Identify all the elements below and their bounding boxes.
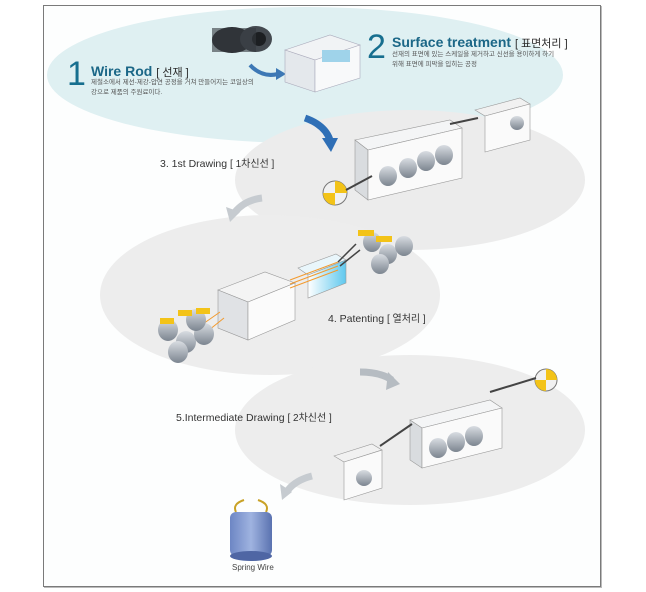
step2-title-kr: [ 표면처리 ] [514, 38, 568, 50]
step3-label: 3. 1st Drawing [ 1차신선 ] [160, 155, 274, 170]
step1-title-kr: [ 선재 ] [156, 67, 189, 79]
step3-title-kr: [ 1차신선 ] [230, 159, 275, 170]
patenting-furnace [158, 230, 413, 363]
step2-title-en: Surface treatment [392, 34, 512, 50]
step2-description: 선재의 표면에 있는 스케일을 제거하고 신선을 용이하게 하기 위해 표면에 … [392, 51, 555, 68]
step2-number: 2 [367, 28, 386, 66]
step5-label: 5.Intermediate Drawing [ 2차신선 ] [176, 409, 332, 424]
flow-arrow-2 [303, 114, 334, 142]
product-caption: Spring Wire [232, 563, 274, 572]
step1-title-en: Wire Rod [91, 63, 153, 79]
step1-description: 제철소에서 제선-제강-압연 공정을 거쳐 만들어지는 코일상의 강으로 제품의… [91, 79, 254, 96]
flow-arrow-3 [232, 194, 263, 215]
flow-arrow-5 [285, 472, 313, 493]
step4-title-en: 4. Patenting [328, 313, 385, 325]
step1-title: Wire Rod [ 선재 ] [91, 63, 189, 80]
step3-title-en: 3. 1st Drawing [160, 158, 228, 170]
intermediate-drawing-machine [333, 368, 558, 501]
surface-treatment-tank [284, 34, 361, 93]
step2-title: Surface treatment [ 표면처리 ] [392, 34, 568, 51]
step4-title-kr: [ 열처리 ] [386, 314, 426, 325]
step4-label: 4. Patenting [ 열처리 ] [328, 310, 426, 325]
step5-title-kr: [ 2차신선 ] [287, 413, 332, 424]
flow-arrow-1 [248, 63, 279, 77]
wire-rod-coil [212, 26, 272, 53]
spring-wire-bag [230, 499, 272, 561]
step1-number: 1 [67, 55, 86, 93]
first-drawing-machine [322, 97, 531, 206]
step5-title-en: 5.Intermediate Drawing [176, 412, 285, 424]
